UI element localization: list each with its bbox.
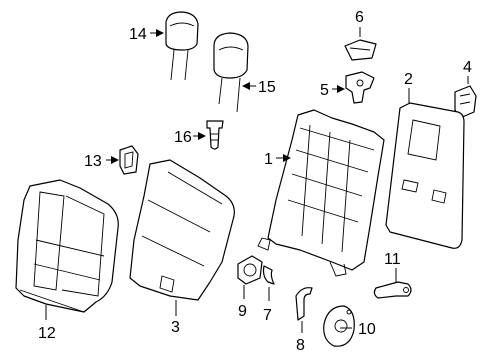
cover-cap-part <box>344 39 377 61</box>
seat-frame-part <box>257 109 385 277</box>
back-panel-part <box>385 102 465 249</box>
callout-10: 10 <box>358 321 376 338</box>
pin-part <box>373 281 412 299</box>
callout-1: 1 <box>264 151 273 168</box>
callout-15: 15 <box>258 79 276 96</box>
callout-3: 3 <box>171 319 180 336</box>
callout-2: 2 <box>404 71 413 88</box>
callout-9: 9 <box>238 303 247 320</box>
latch-part <box>345 71 375 104</box>
seat-back-pad-part <box>129 159 235 301</box>
callout-8: 8 <box>296 337 305 354</box>
headrest-right-part <box>213 32 249 113</box>
spring-clip-part <box>262 265 275 285</box>
callout-5: 5 <box>320 82 329 99</box>
headrest-guide-part <box>206 120 224 150</box>
callout-16: 16 <box>174 129 192 146</box>
callout-13: 13 <box>84 153 102 170</box>
knob-part <box>237 255 263 285</box>
clip-part <box>119 145 139 175</box>
callout-6: 6 <box>355 9 364 26</box>
trim-bracket-part <box>454 85 477 119</box>
seat-cushion-part <box>15 179 119 313</box>
hook-part <box>295 287 313 321</box>
round-cover-part <box>323 305 355 347</box>
callout-4: 4 <box>463 59 472 76</box>
headrest-left-part <box>165 11 199 81</box>
callout-11: 11 <box>384 251 401 268</box>
callout-12: 12 <box>38 325 56 342</box>
callout-7: 7 <box>263 307 272 324</box>
callout-14: 14 <box>129 26 147 43</box>
